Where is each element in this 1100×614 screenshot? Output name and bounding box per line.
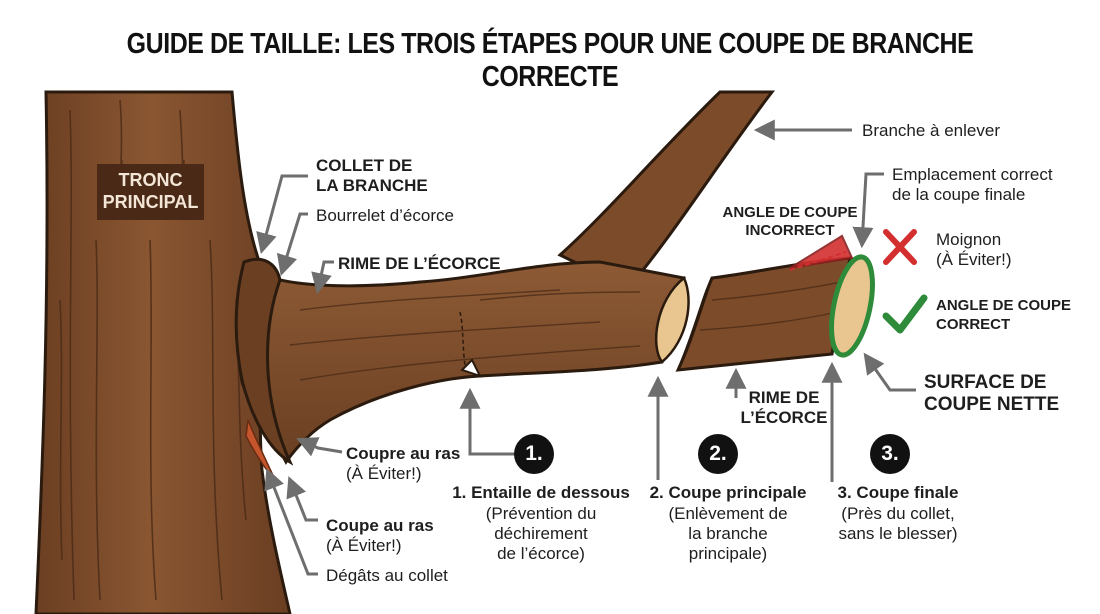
step-badge-1: 1. (514, 434, 554, 474)
callout-arrows (256, 119, 916, 576)
step-title-2: 2. Coupe principale (649, 483, 807, 502)
final-cut-face (829, 254, 875, 358)
stub-label: Moignon(À Éviter!) (936, 230, 1012, 269)
upper-branch (557, 90, 776, 290)
bark-ridge-top-label: RIME DE L’ÉCORCE (338, 254, 501, 273)
step-desc-3: (Près du collet,sans le blesser) (838, 504, 958, 543)
step-badge-3: 3. (870, 434, 910, 474)
main-cut-face (654, 276, 690, 364)
step-title-3: 3. Coupe finale (837, 483, 959, 502)
trunk (34, 90, 292, 614)
flush-cut-label-2: Coupe au ras(À Éviter!) (326, 516, 434, 555)
branch-collar (234, 257, 294, 466)
flush-cut-label-1: Coupre au ras(À Éviter!) (346, 444, 461, 483)
incorrect-angle-wedge (789, 234, 854, 269)
page-title: GUIDE DE TAILLE: LES TROIS ÉTAPES POUR U… (126, 28, 974, 93)
branch-bark-texture (289, 289, 641, 381)
step-badge-2: 2. (698, 434, 738, 474)
cross-icon (883, 229, 917, 265)
undercut-notch (459, 311, 467, 373)
collar-damage-label: Dégâts au collet (326, 566, 448, 585)
step-title-1: 1. Entaille de dessous (452, 483, 630, 502)
bark-bulge-label: Bourrelet d’écorce (316, 206, 454, 225)
branch-to-remove-label: Branche à enlever (862, 121, 1000, 140)
check-icon (882, 294, 928, 334)
stub-segment (675, 256, 852, 372)
